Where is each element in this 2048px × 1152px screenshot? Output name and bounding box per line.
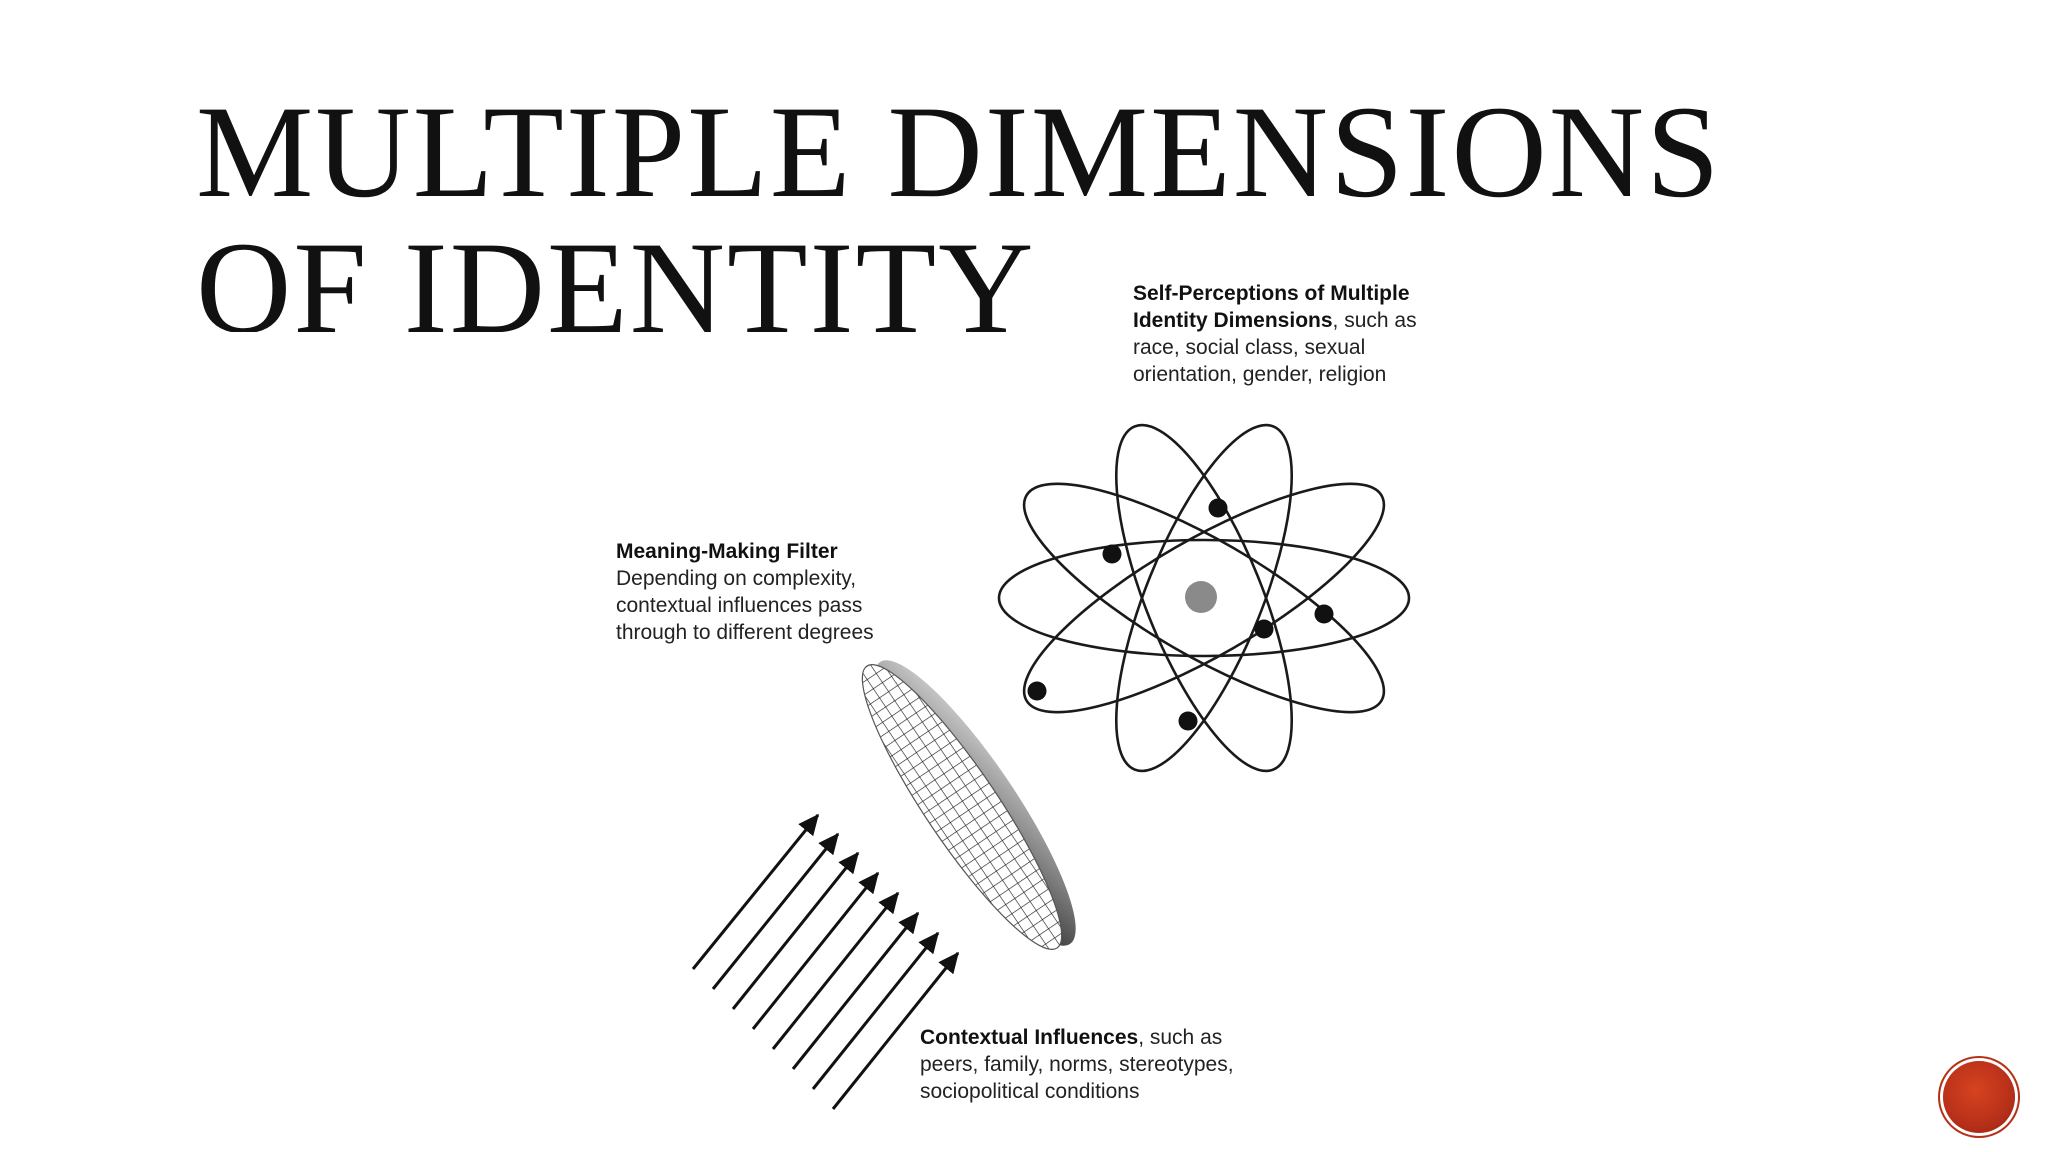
- influence-arrow: [751, 871, 880, 1030]
- influence-arrow: [771, 891, 900, 1050]
- filter-disc-icon: [861, 660, 1076, 950]
- filter-text-1: Depending on complexity,: [616, 567, 857, 590]
- electron: [1102, 544, 1122, 564]
- influence-arrow: [691, 813, 820, 970]
- contextual-text-2: peers, family, norms, stereotypes,: [920, 1053, 1234, 1076]
- influence-arrows: [691, 813, 960, 1110]
- orbit-ring: [1022, 482, 1386, 714]
- self-perceptions-text-3: race, social class, sexual: [1133, 336, 1366, 359]
- contextual-label: Contextual Influences, such as peers, fa…: [920, 1024, 1234, 1105]
- influence-arrow: [731, 851, 860, 1010]
- influence-arrow: [831, 951, 960, 1110]
- page-title: MULTIPLE DIMENSIONS OF IDENTITY: [196, 78, 1896, 333]
- influence-arrow: [811, 931, 940, 1090]
- self-perceptions-label: Self-Perceptions of Multiple Identity Di…: [1133, 280, 1417, 388]
- orbit-ring: [1114, 423, 1294, 773]
- influence-arrow: [791, 911, 920, 1070]
- filter-text-3: through to different degrees: [616, 621, 874, 644]
- title-line-2: OF IDENTITY: [196, 222, 1036, 332]
- electron: [1254, 619, 1274, 639]
- self-perceptions-heading-2: Identity Dimensions: [1133, 309, 1333, 332]
- orbit-ring: [997, 538, 1411, 658]
- contextual-text-1: , such as: [1138, 1026, 1223, 1049]
- filter-label: Meaning-Making Filter Depending on compl…: [616, 538, 874, 646]
- atom-icon: [997, 423, 1411, 773]
- contextual-heading: Contextual Influences: [920, 1026, 1139, 1049]
- electron: [1208, 498, 1228, 518]
- self-perceptions-heading-1: Self-Perceptions of Multiple: [1133, 282, 1410, 305]
- influence-arrow: [711, 832, 840, 990]
- filter-heading: Meaning-Making Filter: [616, 540, 838, 563]
- nucleus: [1185, 581, 1217, 613]
- contextual-text-3: sociopolitical conditions: [920, 1080, 1140, 1103]
- electron: [1027, 681, 1047, 701]
- self-perceptions-text-4: orientation, gender, religion: [1133, 363, 1387, 386]
- orbit-ring: [1114, 423, 1294, 773]
- title-line-1: MULTIPLE DIMENSIONS: [196, 78, 1722, 225]
- self-perceptions-text-2: , such as: [1332, 309, 1417, 332]
- orbit-ring: [1022, 482, 1386, 714]
- nav-circle-icon[interactable]: [1943, 1061, 2015, 1133]
- electron: [1314, 604, 1334, 624]
- electron: [1178, 711, 1198, 731]
- filter-text-2: contextual influences pass: [616, 594, 863, 617]
